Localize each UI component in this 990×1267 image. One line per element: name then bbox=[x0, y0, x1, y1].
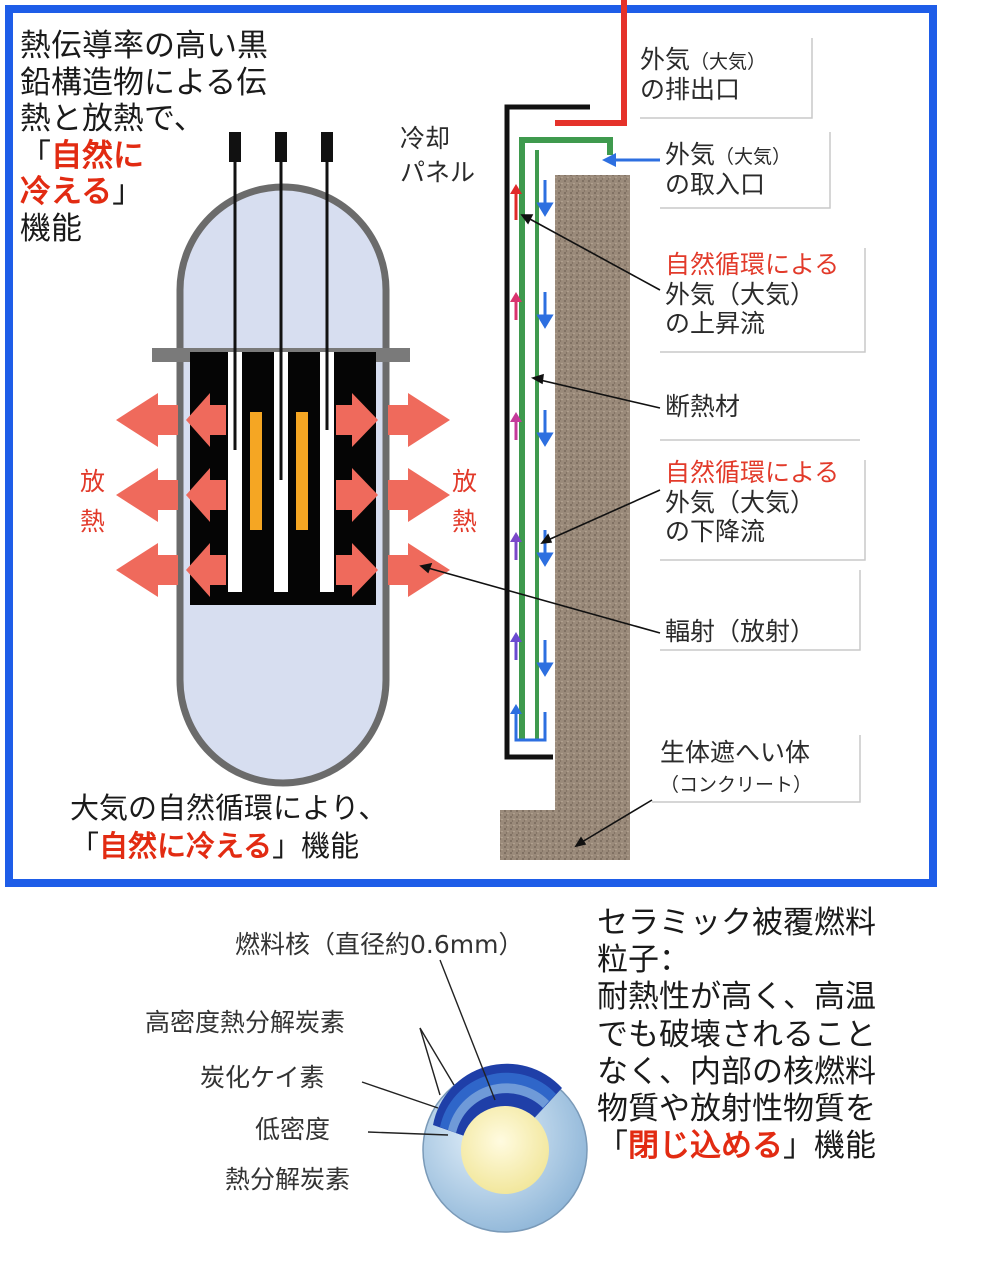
note-line-2: 鉛構造物による伝 bbox=[20, 64, 268, 101]
insulation-label: 断熱材 bbox=[665, 392, 741, 421]
sic-label: 炭化ケイ素 bbox=[200, 1063, 325, 1092]
coated-fuel-particle bbox=[361, 959, 588, 1233]
bottom-note-line-1: 大気の自然循環により、 bbox=[70, 791, 388, 825]
particle-note-line-4: でも破壊されること bbox=[597, 1016, 876, 1053]
upflow-line-1: 外気（大気） bbox=[665, 279, 816, 309]
upflow-line-2: の上昇流 bbox=[665, 309, 766, 338]
heat-right-char-2: 熱 bbox=[452, 507, 478, 536]
leader-lines bbox=[419, 214, 661, 848]
radiation-label: 輻射（放射） bbox=[665, 617, 816, 646]
bottom-note-tail: 機能 bbox=[301, 828, 360, 863]
high-density-pyc-label: 高密度熱分解炭素 bbox=[145, 1008, 346, 1037]
heat-left-char-1: 放 bbox=[80, 467, 106, 496]
cooling-panel-system bbox=[500, 0, 660, 860]
heat-right-char-1: 放 bbox=[452, 467, 478, 496]
particle-open-bracket: 「 bbox=[597, 1128, 628, 1165]
exhaust-label: 外気（大気） の排出口 bbox=[640, 45, 766, 104]
heat-left-char-2: 熱 bbox=[80, 507, 106, 536]
cooling-panel-label: 冷却 パネル bbox=[400, 122, 475, 190]
open-bracket: 「 bbox=[20, 137, 51, 174]
exhaust-small: （大気） bbox=[690, 51, 767, 73]
shield-label: 生体遮へい体 （コンクリート） bbox=[660, 738, 812, 797]
particle-close-bracket: 」 bbox=[783, 1128, 814, 1165]
note-line-6: 機能 bbox=[20, 210, 82, 247]
exhaust-line-2: の排出口 bbox=[640, 74, 741, 104]
particle-note-red: 閉じ込める bbox=[628, 1128, 783, 1165]
exhaust-line-1: 外気 bbox=[640, 45, 691, 74]
label-brackets bbox=[640, 38, 866, 803]
shield-line-2: （コンクリート） bbox=[660, 773, 813, 796]
top-left-note: 熱伝導率の高い黒 鉛構造物による伝 熱と放熱で、 「自然に 冷える」 機能 bbox=[20, 28, 268, 247]
diagram-frame bbox=[5, 5, 937, 887]
intake-small: （大気） bbox=[715, 146, 792, 168]
bottom-open-bracket: 「 bbox=[70, 828, 100, 863]
particle-note-line-3: 耐熱性が高く、高温 bbox=[597, 979, 876, 1016]
heat-release-label-right: 放 熱 bbox=[452, 462, 477, 542]
downflow-red: 自然循環による bbox=[665, 458, 840, 487]
particle-note-line-6: 物質や放射性物質を bbox=[597, 1090, 876, 1127]
note-line-3: 熱と放熱で、 bbox=[20, 101, 205, 138]
particle-note: セラミック被覆燃料 粒子： 耐熱性が高く、高温 でも破壊されること なく、内部の… bbox=[597, 905, 876, 1165]
note-red-1: 自然に bbox=[51, 137, 144, 174]
close-bracket: 」 bbox=[112, 174, 144, 211]
downflow-label: 自然循環による 外気（大気） の下降流 bbox=[665, 458, 839, 547]
particle-note-line-1: セラミック被覆燃料 bbox=[597, 905, 876, 941]
intake-line-1: 外気 bbox=[665, 140, 716, 169]
intake-label: 外気（大気） の取入口 bbox=[665, 140, 791, 199]
particle-note-line-5: なく、内部の核燃料 bbox=[597, 1053, 876, 1090]
note-line-1: 熱伝導率の高い黒 bbox=[20, 28, 268, 64]
particle-note-line-2: 粒子： bbox=[597, 942, 690, 979]
bottom-close-bracket: 」 bbox=[272, 828, 302, 863]
shield-line-1: 生体遮へい体 bbox=[660, 738, 811, 767]
kernel-label: 燃料核（直径約0.6mm） bbox=[235, 930, 524, 959]
intake-line-2: の取入口 bbox=[665, 169, 766, 199]
note-red-2: 冷える bbox=[20, 174, 113, 211]
downflow-line-2: の下降流 bbox=[665, 517, 766, 546]
low-density-label-1: 低密度 bbox=[255, 1115, 331, 1144]
upflow-red: 自然循環による bbox=[665, 250, 840, 279]
upflow-label: 自然循環による 外気（大気） の上昇流 bbox=[665, 250, 839, 339]
panel-label-line-2: パネル bbox=[400, 157, 476, 187]
bottom-note-red: 自然に冷える bbox=[99, 828, 273, 863]
heat-release-label-left: 放 熱 bbox=[80, 462, 105, 542]
panel-label-line-1: 冷却 bbox=[400, 124, 451, 153]
bottom-note: 大気の自然循環により、 「自然に冷える」機能 bbox=[70, 790, 387, 865]
low-density-label-2: 熱分解炭素 bbox=[225, 1165, 351, 1194]
heat-radiation-arrows bbox=[116, 393, 450, 597]
particle-note-tail: 機能 bbox=[814, 1128, 876, 1165]
downflow-line-1: 外気（大気） bbox=[665, 487, 816, 517]
